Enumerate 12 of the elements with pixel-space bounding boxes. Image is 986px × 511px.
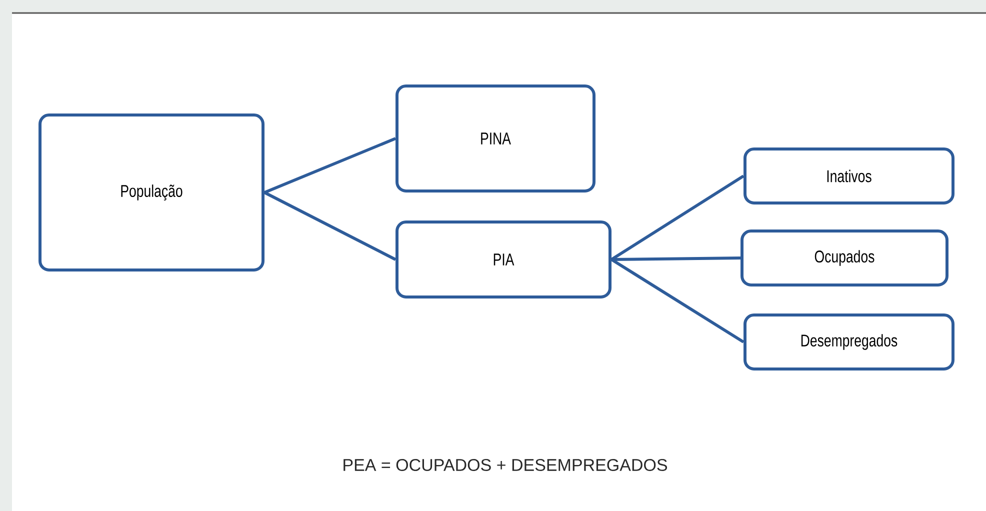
connector-line: [611, 256, 741, 261]
connector-line: [264, 137, 396, 194]
process-box: Ocupados: [740, 230, 948, 286]
process-box: Desempregados: [744, 314, 954, 370]
connector-line: [610, 174, 744, 261]
process-box: Inativos: [744, 148, 954, 204]
process-box: PIA: [396, 220, 612, 298]
formula-text: PEA = OCUPADOS + DESEMPREGADOS: [344, 458, 667, 472]
process-box: População: [38, 114, 264, 272]
process-box: PINA: [396, 84, 596, 192]
connector-line: [264, 191, 396, 261]
connector-line: [610, 258, 744, 344]
